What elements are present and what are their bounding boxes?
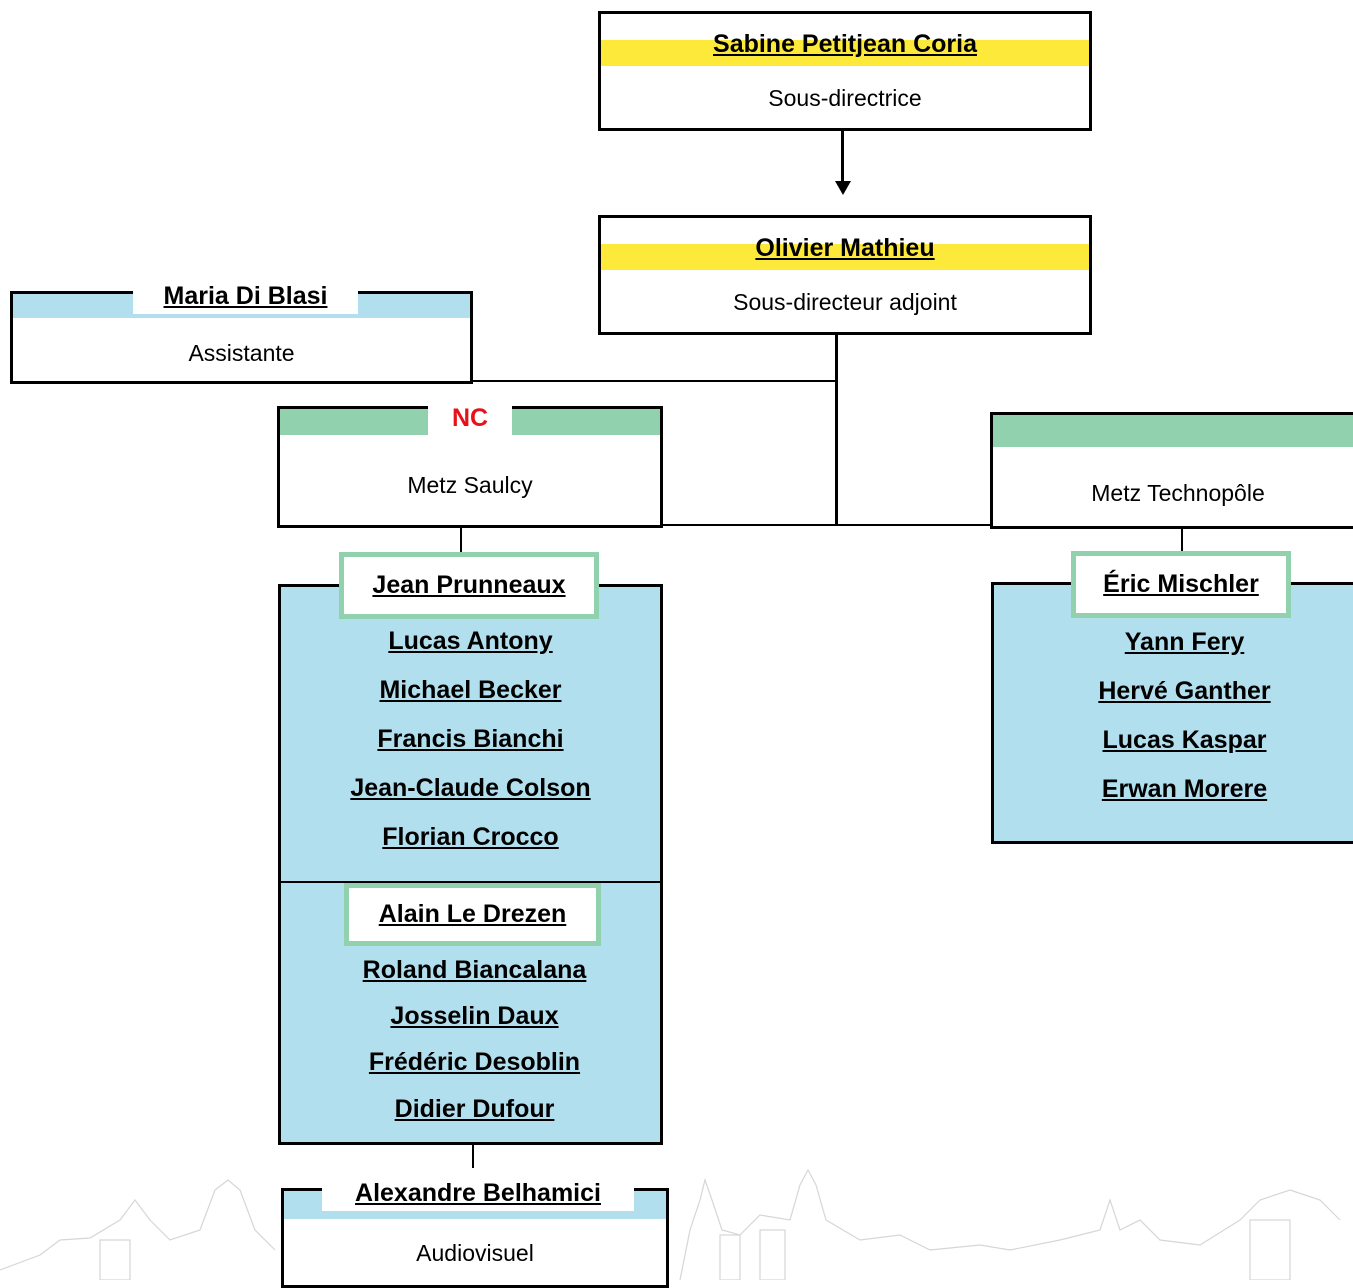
deputy-band <box>601 244 1089 270</box>
saulcy-team-panel: Lucas Antony Michael Becker Francis Bian… <box>278 584 663 1145</box>
deputy-name[interactable]: Olivier Mathieu <box>755 234 935 262</box>
assistant-box: Maria Di Blasi Assistante <box>10 278 473 384</box>
assistant-role: Assistante <box>188 340 295 366</box>
city-skyline-background <box>0 1168 1341 1280</box>
deputy-box: Olivier Mathieu Sous-directeur adjoint <box>598 215 1092 335</box>
audiovisuel-name[interactable]: Alexandre Belhamici <box>322 1175 634 1211</box>
director-box: Sabine Petitjean Coria Sous-directrice <box>598 11 1092 131</box>
team2-member[interactable]: Didier Dufour <box>394 1095 555 1123</box>
connector-director-deputy <box>841 129 844 184</box>
technopole-member[interactable]: Yann Fery <box>1124 628 1245 656</box>
technopole-band <box>993 415 1353 447</box>
team2-member[interactable]: Frédéric Desoblin <box>368 1048 581 1076</box>
connector-assistant <box>471 380 837 382</box>
connector-sites-horizontal <box>661 524 991 526</box>
technopole-member[interactable]: Erwan Morere <box>1101 775 1268 803</box>
connector-team-audiovisuel <box>472 1144 474 1168</box>
audiovisuel-box: Alexandre Belhamici Audiovisuel <box>281 1175 669 1288</box>
director-name[interactable]: Sabine Petitjean Coria <box>713 30 977 58</box>
technopole-member[interactable]: Lucas Kaspar <box>1102 726 1267 754</box>
saulcy-head-label: NC <box>428 401 512 435</box>
audiovisuel-role: Audiovisuel <box>416 1240 534 1266</box>
technopole-lead[interactable]: Éric Mischler <box>1071 551 1291 618</box>
arrowhead-down-icon <box>835 181 851 195</box>
connector-deputy-trunk <box>835 333 838 526</box>
team2-lead[interactable]: Alain Le Drezen <box>344 883 601 946</box>
team1-member[interactable]: Florian Crocco <box>382 823 559 851</box>
director-band <box>601 40 1089 66</box>
technopole-site-box: Metz Technopôle <box>990 412 1353 529</box>
director-role: Sous-directrice <box>768 85 922 111</box>
team-divider <box>281 881 660 883</box>
connector-technopole-team <box>1181 528 1183 553</box>
team2-member[interactable]: Roland Biancalana <box>362 956 587 984</box>
deputy-role: Sous-directeur adjoint <box>733 289 957 315</box>
saulcy-site-name: Metz Saulcy <box>407 472 533 498</box>
team1-member[interactable]: Michael Becker <box>379 676 562 704</box>
technopole-member[interactable]: Hervé Ganther <box>1098 677 1271 705</box>
saulcy-site-box: NC Metz Saulcy <box>277 401 663 528</box>
team1-member[interactable]: Francis Bianchi <box>377 725 564 753</box>
connector-saulcy-team <box>460 527 462 553</box>
team1-member[interactable]: Jean-Claude Colson <box>350 774 591 802</box>
assistant-name[interactable]: Maria Di Blasi <box>133 278 358 314</box>
technopole-site-name: Metz Technopôle <box>1091 480 1265 506</box>
team1-member[interactable]: Lucas Antony <box>388 627 553 655</box>
technopole-team-panel: Yann Fery Hervé Ganther Lucas Kaspar Erw… <box>991 582 1353 844</box>
team1-lead[interactable]: Jean Prunneaux <box>339 552 599 619</box>
team2-member[interactable]: Josselin Daux <box>390 1002 559 1030</box>
